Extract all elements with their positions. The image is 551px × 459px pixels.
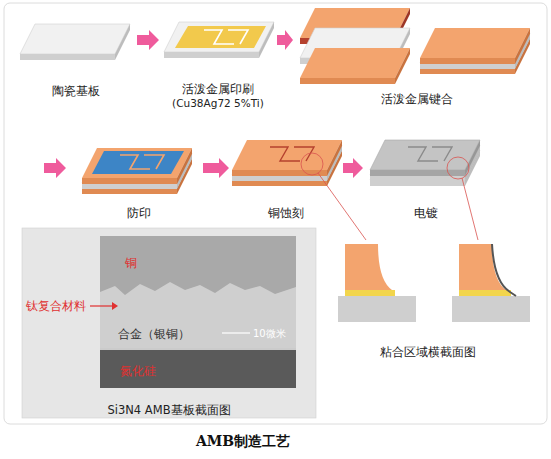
step-formula: (Cu38Ag72 5%Ti) — [172, 96, 264, 110]
step-label: Si3N4 AMB基板截面图 — [107, 403, 230, 417]
photo-panel: Si3N4 AMB基板截面图 — [22, 228, 316, 420]
step-label: 电镀 — [414, 206, 438, 220]
process-step: 铜蚀刻 — [232, 132, 340, 220]
step-label: 活泼金属印刷 — [182, 82, 254, 96]
flow-arrow — [137, 30, 159, 50]
flow-arrow — [343, 158, 363, 178]
part-label: 10微米 — [253, 327, 286, 341]
step-label: 陶瓷基板 — [52, 84, 100, 98]
process-step: 活泼金属键合 — [296, 6, 538, 106]
process-step: 电镀 — [366, 132, 486, 220]
step-label: 铜蚀刻 — [268, 206, 304, 220]
part-label: 氮化硅 — [120, 364, 156, 378]
process-step: 陶瓷基板 — [18, 18, 134, 98]
process-step: 活泼金属印刷(Cu38Ag72 5%Ti) — [162, 12, 274, 110]
part-label: 钛复合材料 — [26, 299, 86, 313]
part-label: 粘合区域横截面图 — [380, 345, 476, 359]
flow-arrow — [277, 30, 293, 50]
step-label: 防印 — [127, 206, 151, 220]
flow-arrow — [203, 158, 229, 178]
process-step: 防印 — [78, 140, 200, 220]
step-label: 活泼金属键合 — [381, 92, 453, 106]
part-label: 铜 — [125, 256, 137, 270]
part-label: 合金（银铜） — [118, 327, 190, 341]
figure-caption: AMB制造工艺 — [196, 433, 290, 451]
